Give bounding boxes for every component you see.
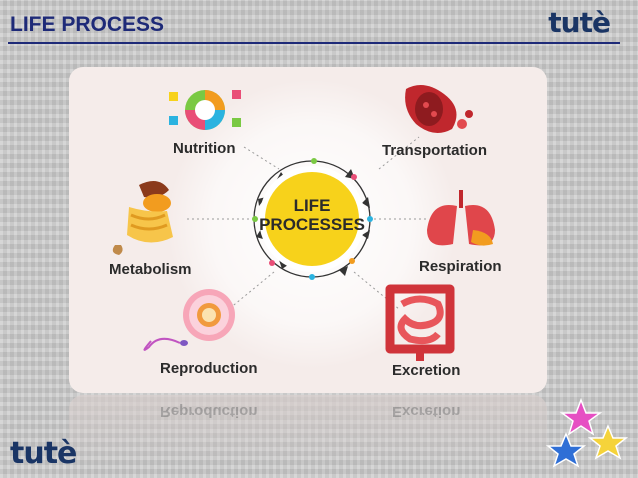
connector-lines (187, 136, 429, 310)
label-respiration: Respiration (419, 258, 502, 275)
label-nutrition: Nutrition (173, 140, 236, 157)
reflection-excretion: Excretion (392, 403, 461, 420)
blue-star-icon (546, 432, 587, 468)
page-title: LIFE PROCESS (10, 13, 165, 36)
nutrition-wheel-icon (169, 90, 241, 130)
stars-decoration (546, 397, 629, 468)
reflection-reproduction: Reproduction (160, 403, 258, 420)
diagram-card: LIFE PROCESSES (69, 67, 547, 393)
label-metabolism: Metabolism (109, 261, 192, 278)
center-node: LIFE PROCESSES (259, 166, 365, 272)
card-reflection: Reproduction Excretion (69, 395, 547, 465)
title-underline (8, 42, 620, 44)
label-reproduction: Reproduction (160, 360, 258, 377)
egg-sperm-icon (143, 289, 235, 351)
intestine-icon (385, 284, 455, 361)
brand-logo-top: tutè (548, 6, 611, 39)
yellow-star-icon (587, 424, 629, 460)
pink-star-icon (559, 397, 603, 436)
label-excretion: Excretion (392, 362, 461, 379)
center-line-1: LIFE (294, 196, 331, 215)
brand-logo-bottom: tutè (10, 436, 77, 471)
digestive-organs-icon (112, 181, 173, 255)
artery-icon (405, 85, 473, 133)
label-transportation: Transportation (382, 142, 488, 159)
center-line-2: PROCESSES (259, 215, 365, 234)
lungs-icon (427, 190, 495, 246)
